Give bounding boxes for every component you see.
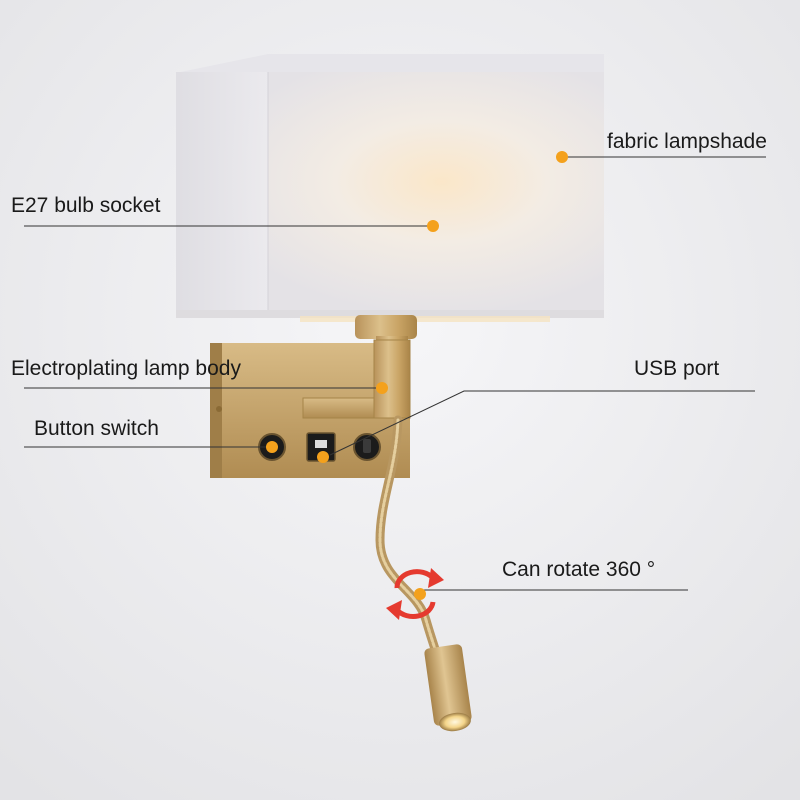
arm-vertical [373, 339, 411, 419]
lampshade-bottom-rim [176, 310, 604, 318]
marker-usb [317, 451, 329, 463]
label-lamp-body: Electroplating lamp body [11, 357, 241, 380]
label-fabric-lampshade: fabric lampshade [607, 130, 767, 153]
marker-dots [266, 151, 568, 600]
leader-lines [24, 156, 766, 591]
socket-collar [355, 315, 417, 339]
lampshade [176, 54, 604, 322]
wall-plate-side [210, 343, 222, 478]
lampshade-bottom-glow [300, 316, 550, 322]
marker-socket [427, 220, 439, 232]
marker-button [266, 441, 278, 453]
usb-port-slot [315, 440, 327, 448]
spotlight-led [439, 712, 471, 732]
lampshade-left-panel [176, 72, 268, 316]
marker-rotate [414, 588, 426, 600]
marker-fabric [556, 151, 568, 163]
marker-body [376, 382, 388, 394]
label-rotate: Can rotate 360 ° [502, 558, 656, 581]
label-usb-port: USB port [634, 357, 720, 380]
gooseneck-highlight [378, 418, 444, 682]
rotate-arrows-icon [386, 568, 444, 620]
spotlight-barrel [424, 644, 472, 726]
leader-usb [329, 390, 755, 456]
spotlight-head [424, 644, 472, 732]
label-button-switch: Button switch [34, 417, 159, 440]
rocker-switch-toggle [363, 439, 371, 453]
plate-screw [216, 406, 222, 412]
label-bulb-socket: E27 bulb socket [11, 194, 161, 217]
